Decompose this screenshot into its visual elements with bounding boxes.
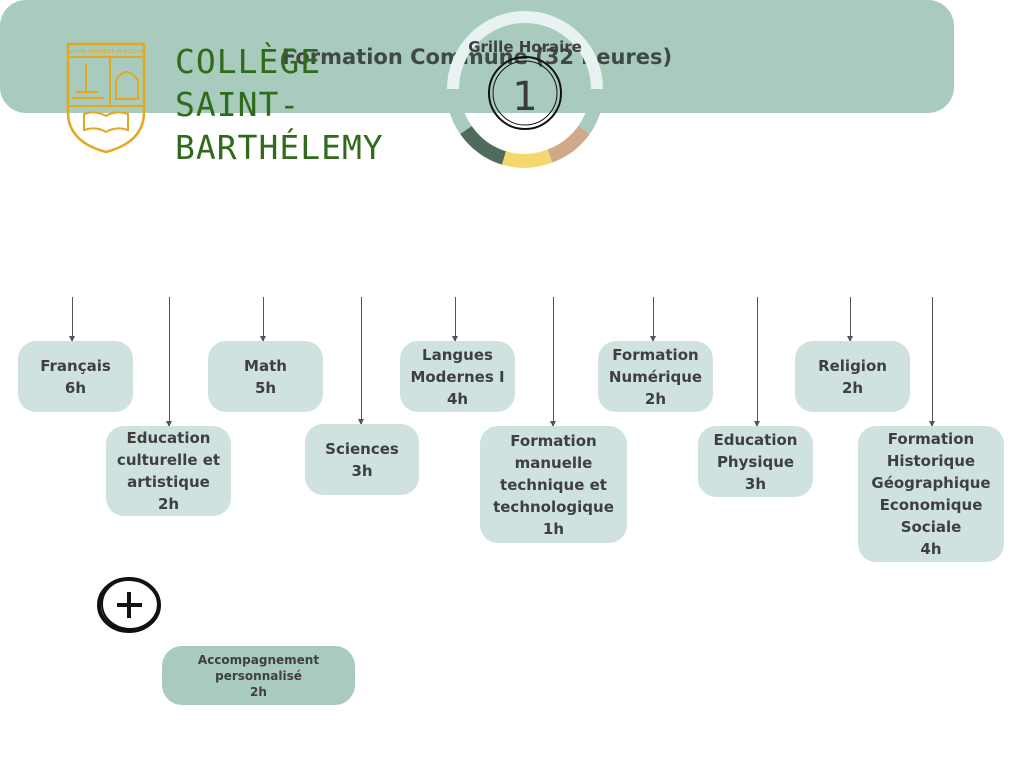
course-formation-manuelle: Formation manuelle technique et technolo… — [480, 426, 627, 543]
connector — [69, 297, 75, 342]
badge-number: 1 — [512, 74, 538, 120]
course-sciences: Sciences 3h — [305, 424, 419, 495]
formation-commune-header: Formation Commune (32 heures) — [0, 0, 954, 113]
connector — [754, 297, 760, 427]
badge-title: Grille Horaire — [468, 38, 582, 56]
college-name: COLLÈGE SAINT- BARTHÉLEMY — [175, 40, 384, 169]
course-francais: Français 6h — [18, 341, 133, 412]
connector — [260, 297, 266, 342]
course-math: Math 5h — [208, 341, 323, 412]
plus-icon — [97, 577, 161, 633]
accompagnement-personnalise: Accompagnement personnalisé 2h — [162, 646, 355, 705]
connector — [166, 297, 172, 427]
main-title: Formation Commune (32 heures) — [281, 44, 673, 69]
course-formation-numerique: Formation Numérique 2h — [598, 341, 713, 412]
name-line: BARTHÉLEMY — [175, 128, 384, 167]
connector — [847, 297, 853, 342]
connector — [452, 297, 458, 342]
name-line: COLLÈGE — [175, 42, 322, 81]
connector — [550, 297, 556, 427]
course-langues: Langues Modernes I 4h — [400, 341, 515, 412]
grille-horaire-badge — [446, 11, 604, 168]
course-formation-historique: Formation Historique Géographique Econom… — [858, 426, 1004, 562]
connector — [650, 297, 656, 342]
connector — [358, 297, 364, 425]
svg-text:CARITAS ABUNDET IN SCIENTIA: CARITAS ABUNDET IN SCIENTIA — [66, 49, 146, 55]
course-education-physique: Education Physique 3h — [698, 426, 813, 497]
course-education-culturelle: Education culturelle et artistique 2h — [106, 426, 231, 516]
course-religion: Religion 2h — [795, 341, 910, 412]
connector — [929, 297, 935, 427]
college-crest-logo: CARITAS ABUNDET IN SCIENTIA — [66, 42, 146, 154]
name-line: SAINT- — [175, 85, 301, 124]
